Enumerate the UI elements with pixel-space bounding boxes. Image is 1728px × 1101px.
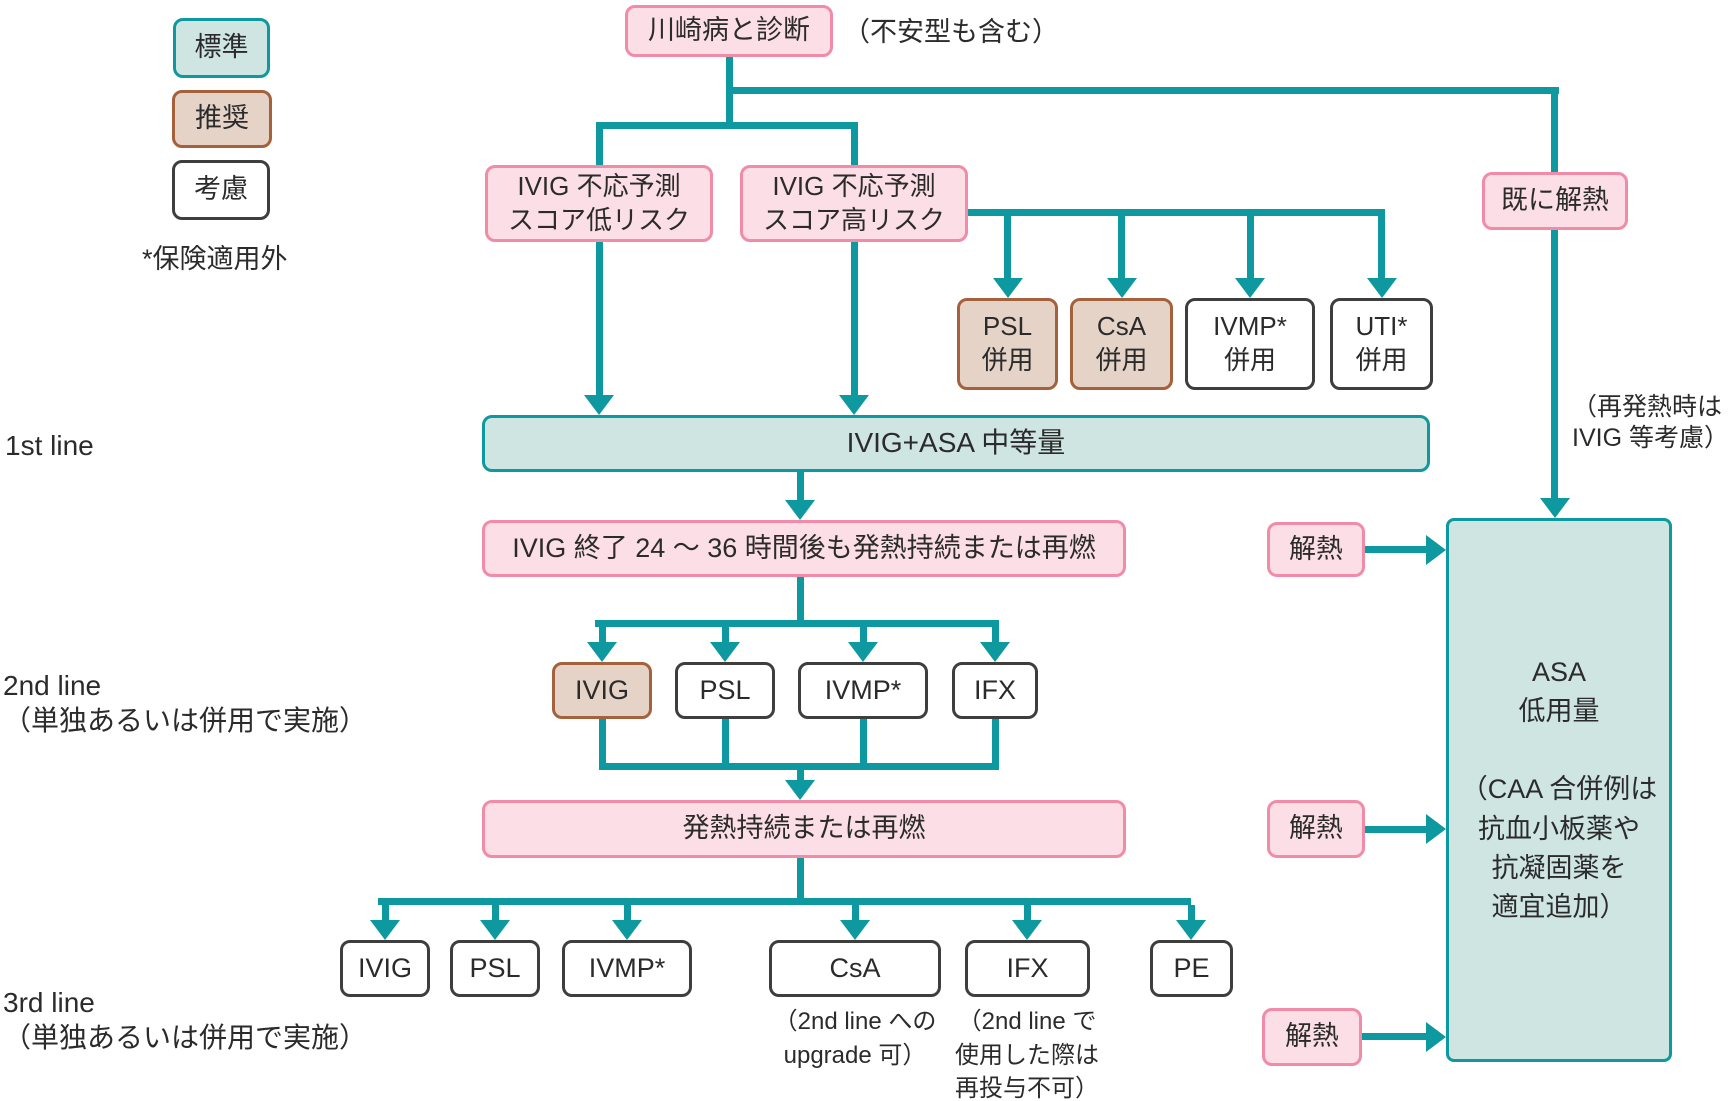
arrow-down-icon <box>1367 278 1397 298</box>
arrow-down-icon <box>370 920 400 940</box>
insurance-note: *保険適用外 <box>142 244 288 274</box>
flow-line <box>595 242 603 395</box>
defervescence-3-box: 解熱 <box>1262 1008 1362 1066</box>
arrow-down-icon <box>612 920 642 940</box>
flow-line <box>991 719 999 766</box>
flow-line <box>859 719 867 766</box>
second-line-label: 2nd line （単独あるいは併用で実施） <box>3 670 368 736</box>
persistent-fever-1-box: IVIG 終了 24 ～ 36 時間後も発熱持続または再燃 <box>482 520 1126 577</box>
arrow-down-icon <box>839 395 869 415</box>
defervescence-1-box: 解熱 <box>1267 522 1365 577</box>
flow-line <box>965 209 1385 216</box>
flow-line <box>796 770 804 782</box>
already-defervesced-box: 既に解熱 <box>1482 172 1628 230</box>
third-line-csa-box: CsA <box>769 940 941 997</box>
flow-line <box>598 763 999 770</box>
uti-combo-box: UTI* 併用 <box>1330 298 1433 390</box>
legend-consider: 考慮 <box>172 160 270 220</box>
arrow-right-icon <box>1426 814 1446 844</box>
arrow-down-icon <box>785 780 815 800</box>
ivmp-combo-box: IVMP* 併用 <box>1185 298 1315 390</box>
flow-line <box>796 472 804 500</box>
first-line-treatment-box: IVIG+ASA 中等量 <box>482 415 1430 472</box>
defervescence-2-box: 解熱 <box>1267 800 1365 858</box>
arrow-down-icon <box>1540 498 1570 518</box>
third-line-pe-box: PE <box>1150 940 1233 997</box>
arrow-down-icon <box>1176 920 1206 940</box>
flow-line <box>725 87 1559 94</box>
csa-combo-box: CsA 併用 <box>1070 298 1173 390</box>
flow-line <box>721 719 729 766</box>
low-risk-box: IVIG 不応予測 スコア低リスク <box>485 165 713 242</box>
flow-line <box>991 627 999 642</box>
persistent-fever-2-box: 発熱持続または再燃 <box>482 800 1126 858</box>
flow-line <box>851 905 859 920</box>
flow-line <box>1365 546 1430 553</box>
third-line-ivmp-box: IVMP* <box>562 940 692 997</box>
flow-line <box>381 905 389 920</box>
third-line-ifx-box: IFX <box>965 940 1090 997</box>
arrow-down-icon <box>480 920 510 940</box>
third-line-label: 3rd line （単独あるいは併用で実施） <box>3 987 368 1053</box>
third-line-ivig-box: IVIG <box>340 940 430 997</box>
flow-line <box>796 858 804 902</box>
flow-line <box>1365 826 1430 833</box>
arrow-down-icon <box>785 500 815 520</box>
arrow-down-icon <box>1235 278 1265 298</box>
psl-combo-box: PSL 併用 <box>957 298 1058 390</box>
second-line-ivig-box: IVIG <box>552 662 652 719</box>
diagnosis-note: （不安型も含む） <box>843 17 1059 47</box>
arrow-down-icon <box>848 642 878 662</box>
second-line-psl-box: PSL <box>675 662 775 719</box>
flow-line <box>850 242 858 395</box>
csa-upgrade-note: （2nd line への upgrade 可） <box>773 1008 937 1069</box>
flow-line <box>1378 216 1385 278</box>
flow-line <box>623 905 631 920</box>
flow-line <box>1551 230 1558 498</box>
flow-line <box>598 719 606 766</box>
flow-line <box>598 627 606 642</box>
arrow-down-icon <box>980 642 1010 662</box>
flow-line <box>595 129 603 165</box>
flow-line <box>721 627 729 642</box>
diagnosis-box: 川崎病と診断 <box>625 5 833 57</box>
arrow-down-icon <box>584 395 614 415</box>
arrow-right-icon <box>1426 1022 1446 1052</box>
arrow-down-icon <box>1107 278 1137 298</box>
high-risk-box: IVIG 不応予測 スコア高リスク <box>740 165 968 242</box>
arrow-right-icon <box>1426 535 1446 565</box>
flow-line <box>1004 216 1011 278</box>
arrow-down-icon <box>1012 920 1042 940</box>
ifx-reuse-note: （2nd line で 使用した際は 再投与不可） <box>955 1008 1099 1101</box>
first-line-label: 1st line <box>5 430 94 461</box>
flow-line <box>595 122 858 129</box>
flow-line <box>850 129 858 165</box>
refever-note: （再発熱時は IVIG 等考慮） <box>1572 393 1728 453</box>
flow-line <box>1187 905 1195 920</box>
arrow-down-icon <box>993 278 1023 298</box>
flow-line <box>1246 216 1254 278</box>
arrow-down-icon <box>587 642 617 662</box>
flow-line <box>796 577 804 627</box>
flow-line <box>859 627 867 642</box>
arrow-down-icon <box>840 920 870 940</box>
flow-line <box>491 905 499 920</box>
third-line-psl-box: PSL <box>450 940 540 997</box>
flow-line <box>1023 905 1031 920</box>
flow-line <box>595 620 999 627</box>
asa-low-dose-box: ASA 低用量 （CAA 合併例は 抗血小板薬や 抗凝固薬を 適宜追加） <box>1446 518 1672 1062</box>
flow-line <box>1118 216 1125 278</box>
second-line-ivmp-box: IVMP* <box>798 662 928 719</box>
flow-line <box>1362 1033 1430 1040</box>
second-line-ifx-box: IFX <box>952 662 1038 719</box>
legend-recommend: 推奨 <box>172 90 272 148</box>
arrow-down-icon <box>710 642 740 662</box>
flow-line <box>1551 94 1558 172</box>
legend-standard: 標準 <box>173 18 270 78</box>
flow-line <box>378 898 1191 905</box>
